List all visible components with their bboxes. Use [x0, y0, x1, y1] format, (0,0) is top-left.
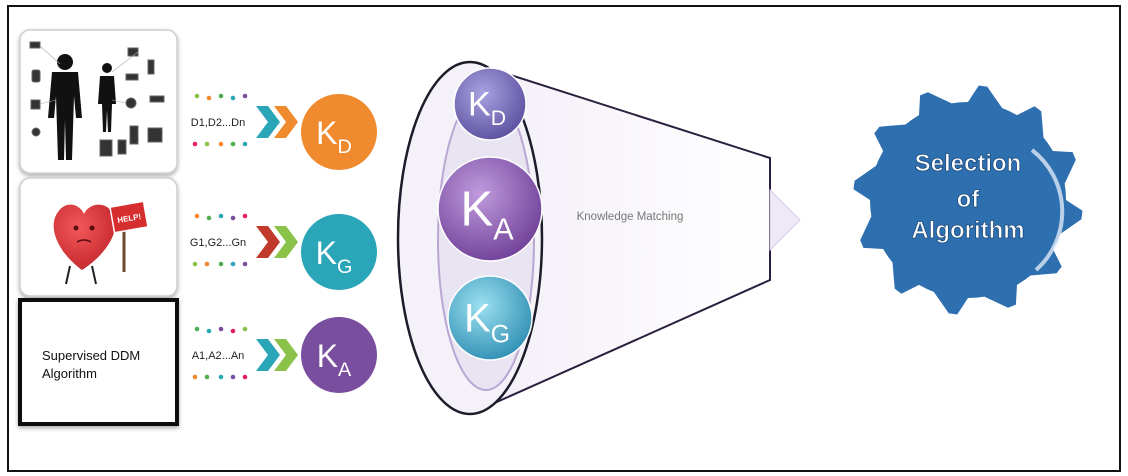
- row-goal: G1,G2...Gn KG: [190, 213, 377, 290]
- data-dot: [230, 141, 236, 147]
- data-dot: [242, 213, 248, 219]
- knowledge-matching-label: Knowledge Matching: [577, 211, 684, 223]
- data-dot: [204, 141, 210, 147]
- algorithm-box-line1: Supervised DDM: [42, 348, 140, 363]
- data-label-domain: D1,D2...Dn: [191, 117, 245, 129]
- k-label-D: KD: [316, 115, 352, 158]
- domain-image-box: [19, 29, 178, 174]
- gear-text-line2: of: [957, 186, 981, 213]
- data-dot: [218, 261, 224, 267]
- data-dot: [230, 95, 236, 101]
- data-dot: [230, 261, 236, 267]
- funnel-ball-label-D: KD: [468, 86, 506, 131]
- data-dot: [242, 326, 248, 332]
- algorithm-box: [18, 298, 179, 426]
- data-label-goal: G1,G2...Gn: [190, 237, 246, 249]
- data-dot: [206, 328, 212, 334]
- data-dot: [242, 261, 248, 267]
- data-dot: [192, 141, 198, 147]
- funnel-knowledge-balls: KD KA KG Knowledge Matching: [437, 67, 684, 361]
- k-label-G: KG: [316, 235, 353, 278]
- data-dot: [218, 374, 224, 380]
- funnel-ball-label-A: KA: [460, 182, 514, 247]
- gear-icon: [853, 85, 1083, 315]
- data-dot: [242, 141, 248, 147]
- gear-text-line1: Selection: [915, 150, 1022, 177]
- row-domain: D1,D2...Dn KD: [191, 93, 377, 170]
- data-dot: [230, 374, 236, 380]
- algorithm-box-line2: Algorithm: [42, 366, 97, 381]
- data-dot: [194, 93, 200, 99]
- sensor-device-icons: [29, 41, 165, 157]
- data-dot: [204, 261, 210, 267]
- gear-text-line3: Algorithm: [911, 217, 1024, 244]
- data-dot: [218, 326, 224, 332]
- chevron-right-icon: [256, 106, 280, 138]
- chevron-right-icon: [274, 106, 298, 138]
- data-dot: [194, 326, 200, 332]
- funnel-ball-D: [453, 67, 527, 141]
- chevron-right-icon: [256, 226, 280, 258]
- funnel-ball-G: [447, 275, 533, 361]
- human-body-icon: [48, 54, 116, 160]
- data-dot: [218, 93, 224, 99]
- chevron-right-icon: [274, 339, 298, 371]
- data-label-algorithm: A1,A2...An: [192, 350, 245, 362]
- data-dot: [204, 374, 210, 380]
- data-dot: [230, 328, 236, 334]
- data-dot: [194, 213, 200, 219]
- row-algorithm: A1,A2...An KA: [192, 317, 377, 393]
- k-circle-D: [301, 94, 377, 170]
- help-sign-text: HELP!: [117, 212, 142, 225]
- heart-image-box: [19, 177, 178, 297]
- heart-character-icon: [53, 200, 149, 285]
- data-dot: [218, 213, 224, 219]
- funnel-ball-A: [437, 156, 543, 262]
- data-dot: [230, 215, 236, 221]
- chevron-right-icon: [256, 339, 280, 371]
- data-dot: [206, 215, 212, 221]
- input-rows: D1,D2...Dn KD G1,G2...Gn KG A1,A2...An KA HELP…: [42, 93, 377, 393]
- data-dot: [242, 374, 248, 380]
- k-circle-G: [301, 214, 377, 290]
- data-dot: [218, 141, 224, 147]
- k-circle-A: [301, 317, 377, 393]
- data-dot: [192, 374, 198, 380]
- data-dot: [192, 261, 198, 267]
- k-label-A: KA: [317, 338, 352, 381]
- data-dot: [242, 93, 248, 99]
- data-dot: [206, 95, 212, 101]
- chevron-right-icon: [274, 226, 298, 258]
- funnel-ball-label-G: KG: [464, 296, 510, 348]
